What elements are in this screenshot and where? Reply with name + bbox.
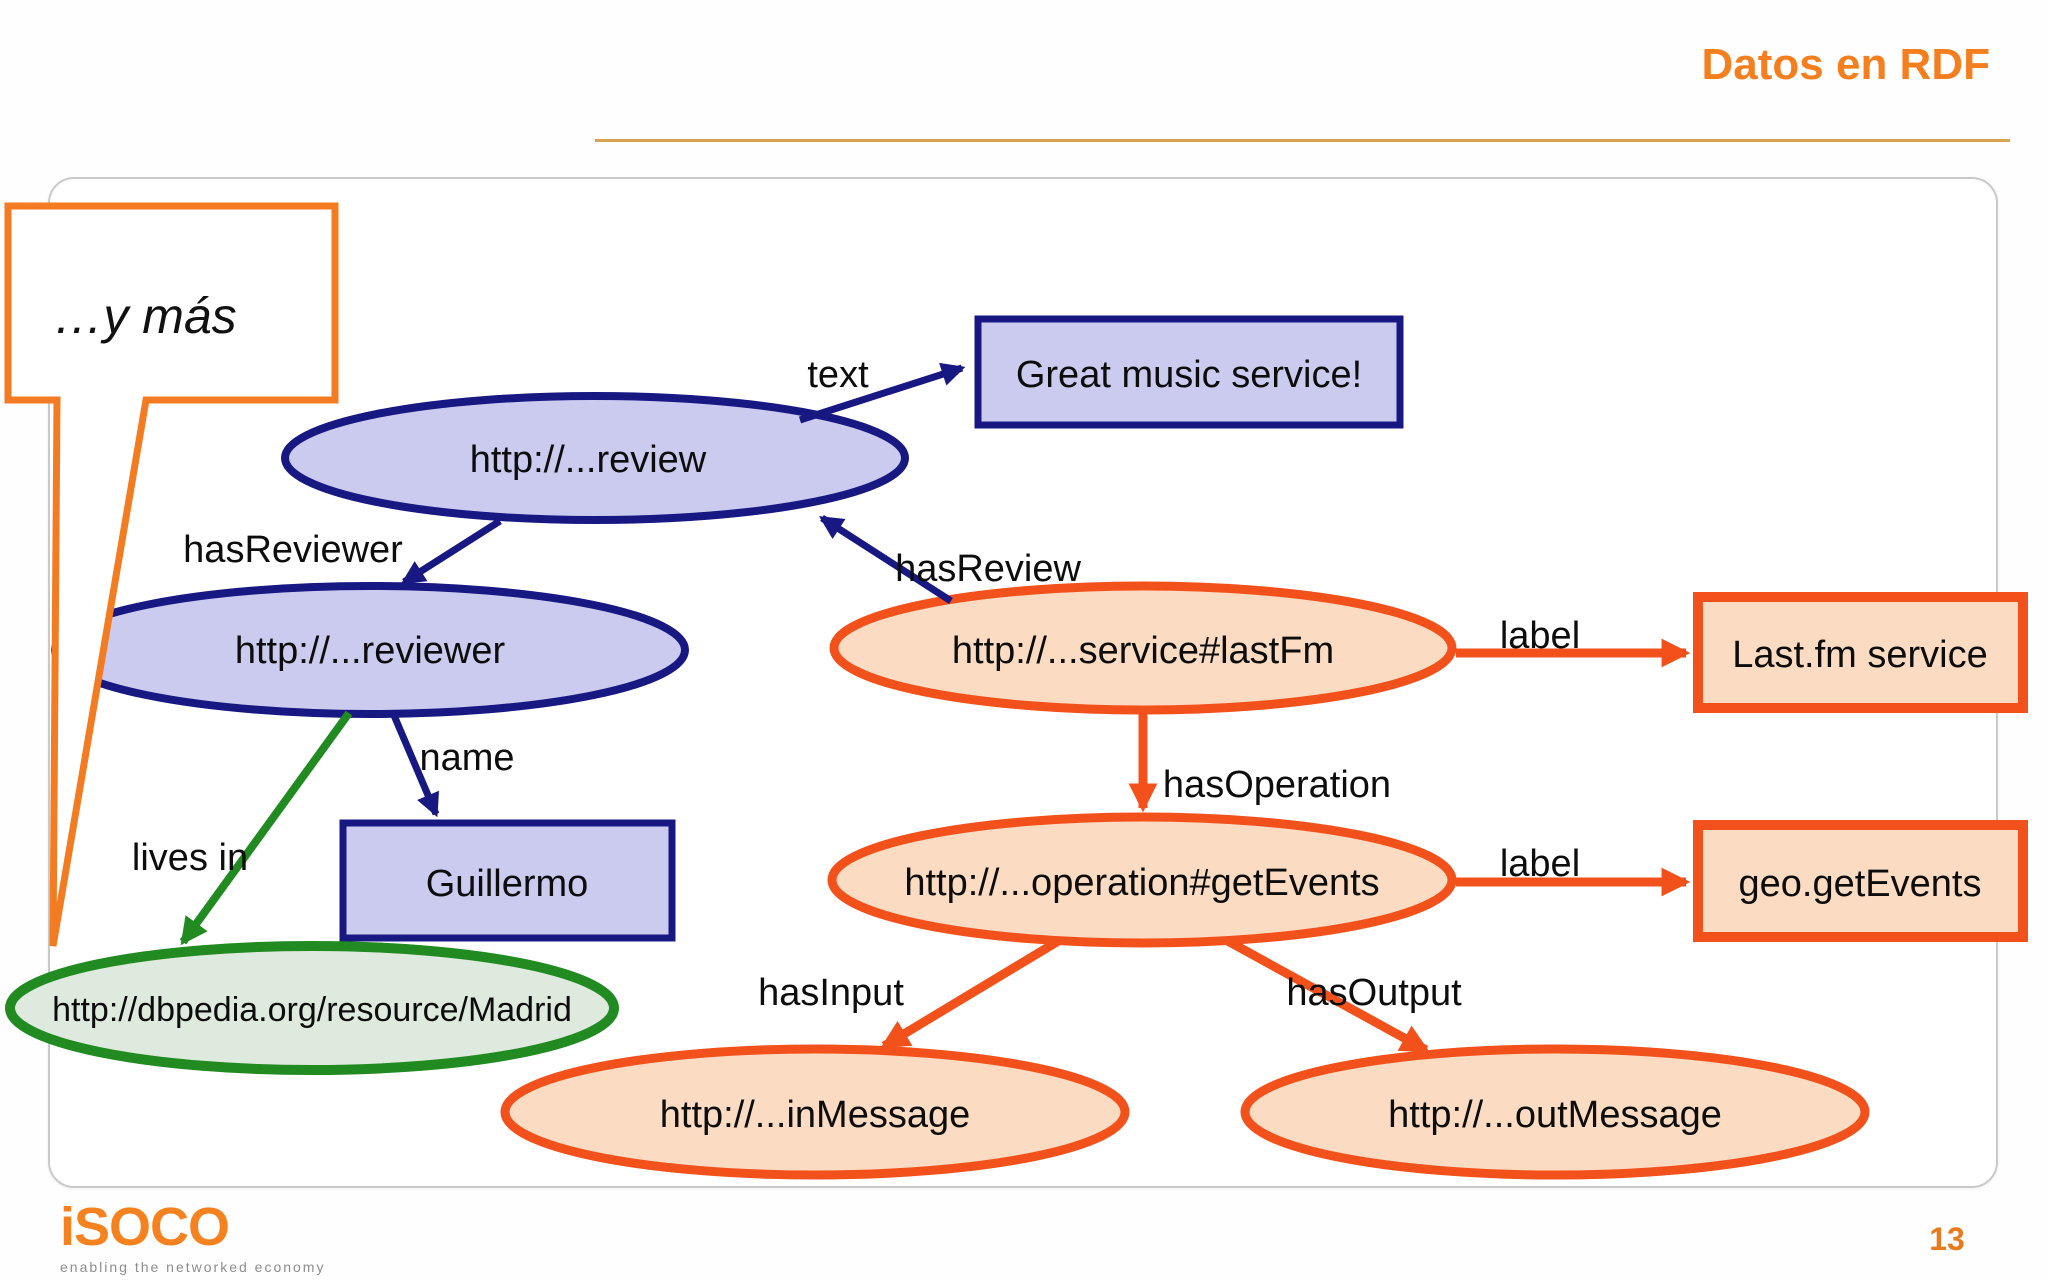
has-reviewer-arrow <box>400 518 502 585</box>
has-input-edge-label: hasInput <box>758 972 904 1014</box>
reviewer-label: http://...reviewer <box>235 630 506 672</box>
lastfm-label-box <box>1693 592 2028 713</box>
isoco-logo-tagline: enabling the networked economy <box>60 1259 326 1275</box>
text-edge-label: text <box>807 354 869 396</box>
callout-bubble <box>4 202 339 947</box>
great-music-service-box <box>974 315 1404 429</box>
has-reviewer-edge-label: hasReviewer <box>183 529 403 571</box>
in-message-ellipse <box>500 1044 1130 1180</box>
lives-in-edge-label: lives in <box>132 837 248 879</box>
guillermo-label: Guillermo <box>426 863 589 905</box>
label-operation-edge-label: label <box>1500 843 1580 885</box>
get-events-label-box <box>1693 820 2028 942</box>
guillermo-box <box>339 819 676 942</box>
lastfm-service-label: http://...service#lastFm <box>952 630 1334 672</box>
in-message-label: http://...inMessage <box>660 1094 971 1136</box>
name-edge-label: name <box>419 737 514 779</box>
lastfm-service-ellipse <box>829 581 1457 715</box>
text-arrow <box>798 362 966 424</box>
label-service-edge-label: label <box>1500 615 1580 657</box>
page-number: 13 <box>1929 1221 1965 1257</box>
review-ellipse <box>281 392 909 524</box>
great-music-service-label: Great music service! <box>1016 354 1362 396</box>
get-events-box-label: geo.getEvents <box>1739 863 1982 905</box>
has-output-edge-label: hasOutput <box>1286 972 1462 1014</box>
name-arrow <box>389 711 440 818</box>
get-events-operation-label: http://...operation#getEvents <box>904 862 1379 904</box>
lastfm-box-label: Last.fm service <box>1732 634 1988 676</box>
out-message-ellipse <box>1240 1044 1870 1180</box>
madrid-ellipse <box>5 941 619 1075</box>
has-input-arrow <box>880 936 1063 1050</box>
isoco-logo: iSOCO enabling the networked economy <box>60 1200 325 1274</box>
has-review-edge-label: hasReview <box>895 548 1081 590</box>
has-output-arrow <box>1223 936 1430 1054</box>
lives-in-arrow <box>179 710 353 946</box>
has-operation-edge-label: hasOperation <box>1163 764 1391 806</box>
isoco-logo-text: iSOCO <box>60 1197 230 1257</box>
get-events-operation-ellipse <box>827 812 1457 948</box>
madrid-label: http://dbpedia.org/resource/Madrid <box>52 991 572 1029</box>
review-label: http://...review <box>470 439 707 481</box>
title-underline <box>595 139 2010 142</box>
out-message-label: http://...outMessage <box>1388 1094 1722 1136</box>
callout-label: …y más <box>53 288 236 344</box>
slide-title: Datos en RDF <box>1701 40 1990 89</box>
has-review-arrow <box>818 515 953 604</box>
